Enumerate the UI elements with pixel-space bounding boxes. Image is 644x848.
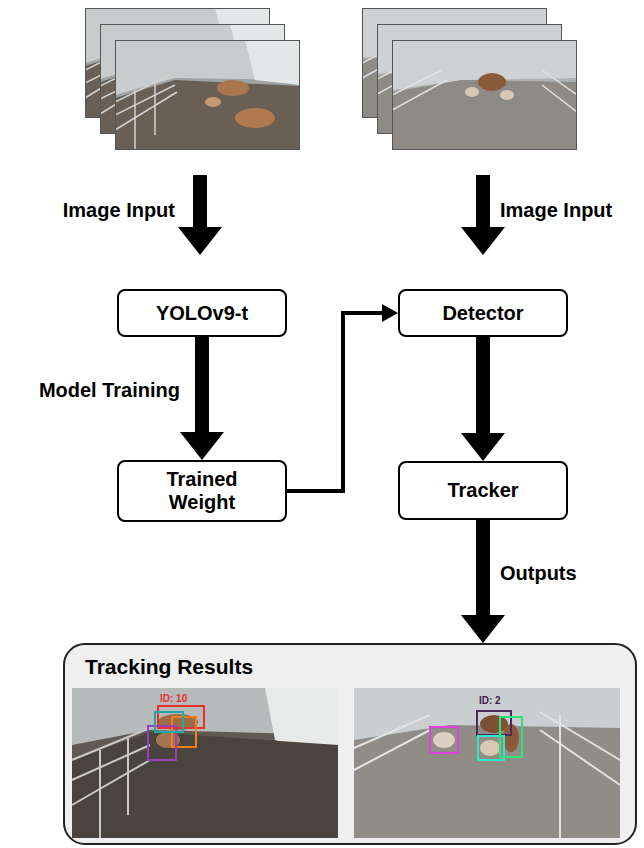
- edge-label: Model Training: [39, 379, 180, 402]
- flow-label: Image Input: [63, 199, 175, 222]
- input-arrow: [461, 175, 505, 255]
- panel-heading: Tracking Results: [85, 655, 253, 679]
- process-box: YOLOv9-t: [117, 289, 287, 337]
- flow-connector: [461, 520, 505, 643]
- input-arrow: [178, 175, 222, 255]
- flow-label: Image Input: [500, 199, 612, 222]
- flow-connector: [287, 304, 398, 491]
- flow-connector: [180, 337, 224, 460]
- box-label: Detector: [442, 302, 523, 325]
- box-label: YOLOv9-t: [156, 302, 248, 325]
- results-panel: Tracking Results: [63, 643, 637, 845]
- process-box: Tracker: [398, 461, 568, 520]
- box-label: Trained Weight: [147, 468, 257, 514]
- track-id: ID: 2: [479, 695, 501, 706]
- process-box: Detector: [398, 289, 568, 337]
- flow-connector: [461, 337, 505, 461]
- box-label: Tracker: [447, 479, 518, 502]
- edge-label: Outputs: [500, 562, 577, 585]
- track-id: ID: 10: [160, 693, 187, 704]
- process-box: Trained Weight: [117, 460, 287, 522]
